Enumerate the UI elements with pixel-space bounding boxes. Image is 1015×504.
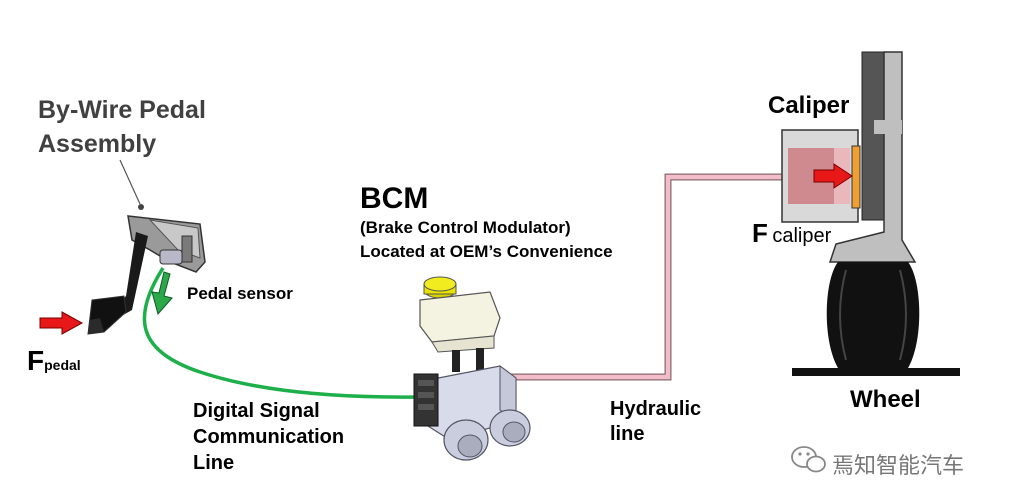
wheel-icon — [792, 262, 960, 376]
pedal-assembly-label-line2: Assembly — [38, 130, 157, 158]
bcm-subtitle-line2: Located at OEM’s Convenience — [360, 242, 613, 261]
bcm-subtitle-line1: (Brake Control Modulator) — [360, 218, 571, 237]
bcm-title: BCM — [360, 182, 429, 215]
wheel-label: Wheel — [850, 386, 921, 413]
rotor-icon — [828, 51, 917, 263]
wechat-icon — [791, 446, 826, 473]
caliper-label: Caliper — [768, 92, 850, 119]
digital-line-label-2: Communication — [193, 426, 345, 448]
hydraulic-line-label-1: Hydraulic — [610, 398, 702, 420]
f-caliper-sub: caliper — [772, 225, 832, 247]
digital-signal-line — [142, 267, 421, 399]
brake-modulator-icon — [413, 276, 531, 461]
brake-pedal-icon — [87, 215, 206, 335]
f-pedal-sub: pedal — [44, 357, 81, 373]
hydraulic-line — [505, 173, 782, 381]
f-pedal-label: Fpedal — [27, 345, 81, 377]
caliper-force-arrow — [813, 163, 853, 189]
digital-line-label-3: Line — [193, 452, 235, 474]
f-pedal-main: F — [27, 345, 45, 376]
f-caliper-label: F caliper — [752, 218, 831, 249]
f-caliper-main: F — [752, 218, 768, 248]
pedal-assembly-label-line1: By-Wire Pedal — [38, 96, 206, 124]
sensor-signal-arrow — [151, 271, 173, 316]
digital-line-label-1: Digital Signal — [193, 400, 320, 422]
pedal-leader — [119, 159, 144, 210]
caliper-icon — [781, 129, 861, 223]
pedal-force-arrow — [39, 311, 84, 335]
hydraulic-line-label-2: line — [610, 423, 645, 445]
watermark-text: 焉知智能汽车 — [832, 454, 965, 479]
pedal-sensor-label: Pedal sensor — [187, 284, 293, 303]
